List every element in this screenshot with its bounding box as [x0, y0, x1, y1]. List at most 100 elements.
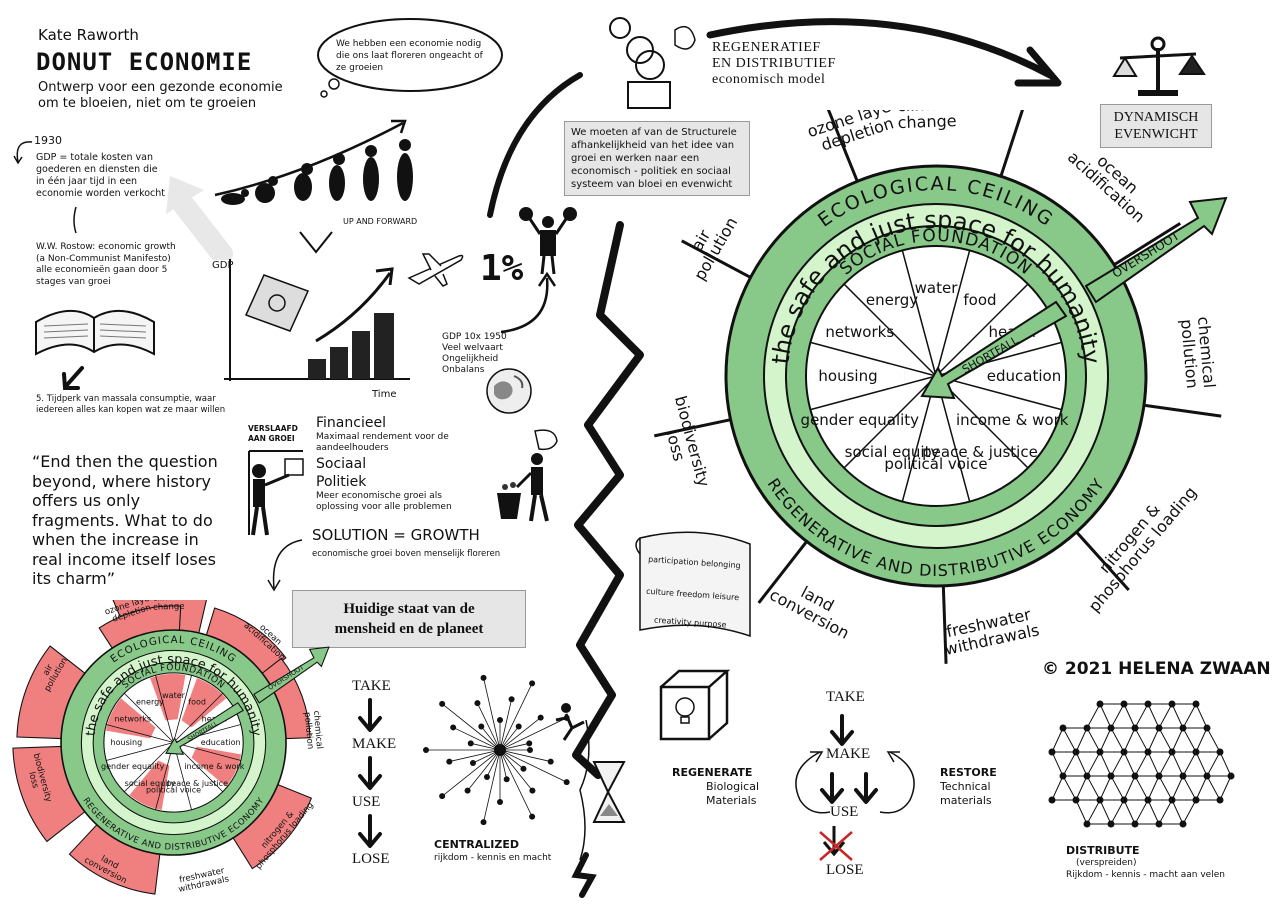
social-label: political voice	[884, 455, 987, 473]
mesh-edge	[1099, 727, 1112, 753]
mesh-edge	[1182, 799, 1197, 825]
social-label: political voice	[146, 785, 201, 794]
mesh-node	[1107, 724, 1115, 732]
spoke	[472, 749, 501, 764]
mesh-edge	[1147, 703, 1160, 729]
mesh-edge	[1123, 799, 1136, 825]
mesh-node	[1227, 772, 1235, 780]
mesh-edge	[1062, 751, 1077, 777]
spoke-node	[563, 779, 570, 786]
globe-icon	[486, 368, 532, 414]
mesh-edge	[1171, 799, 1184, 825]
mesh-node	[1048, 796, 1056, 804]
mesh-edge	[1123, 727, 1136, 753]
page-title: DONUT ECONOMIE	[36, 48, 253, 76]
spoke	[467, 749, 501, 791]
gdp-growth-chart	[224, 259, 410, 381]
mesh-edge	[1158, 703, 1173, 729]
mesh-edge	[1134, 703, 1149, 729]
mesh-edge	[1134, 727, 1149, 753]
mesh-node	[1192, 748, 1200, 756]
cube-bulb-icon	[659, 669, 731, 741]
planetary-boundary-label: freshwaterwithdrawals	[939, 604, 1041, 659]
spoke-node	[464, 787, 471, 794]
fin-title: Financieel	[316, 415, 386, 431]
planetary-boundary-label: airpollution	[675, 205, 741, 283]
climber-hourglass-icon	[555, 703, 626, 861]
down-chevron-icon	[299, 231, 333, 254]
shortfall-wedge	[181, 678, 227, 728]
centralized-title: CENTRALIZED	[434, 838, 520, 851]
mesh-edge	[1075, 775, 1088, 801]
mesh-edge	[1171, 727, 1184, 753]
rich-person-icon	[519, 207, 577, 275]
circular-make: MAKE	[826, 746, 871, 762]
addicted-label: VERSLAAFD AAN GROEI	[248, 424, 298, 444]
mesh-edge	[1147, 727, 1160, 753]
distribute-sub1: (verspreiden)	[1076, 858, 1137, 868]
shortfall-arrow	[920, 300, 1068, 400]
spoke-node	[439, 700, 446, 707]
gray-back-arrow	[166, 176, 233, 260]
spoke	[470, 742, 501, 751]
mesh-node	[1072, 796, 1080, 804]
balance-box-line2: EVENWICHT	[1114, 127, 1198, 142]
subtitle: Ontwerp voor een gezonde economie om te …	[38, 80, 283, 111]
social-label: income & work	[956, 411, 1069, 429]
circular-take: TAKE	[826, 689, 865, 705]
sector-spoke	[173, 675, 192, 743]
shortfall-wedge	[150, 673, 186, 721]
restore-sub1: Technical	[940, 780, 991, 793]
mesh-node	[1192, 796, 1200, 804]
mesh-node	[1144, 796, 1152, 804]
sector-spoke	[935, 250, 971, 377]
linear-lose: LOSE	[352, 851, 390, 867]
mesh-edge	[1099, 703, 1112, 729]
social-label: energy	[136, 697, 164, 706]
spoke-node	[450, 724, 457, 731]
mesh-edge	[1075, 727, 1088, 753]
soc-title: Sociaal	[316, 456, 367, 472]
social-label: housing	[111, 738, 143, 747]
mesh-node	[1131, 724, 1139, 732]
social-label: social equity	[125, 779, 176, 788]
overshoot-arrow	[253, 646, 330, 704]
mesh-node	[1131, 820, 1139, 828]
gdp-1950-note: GDP 10x 1950 Veel welvaart Ongelijkheid …	[442, 332, 507, 375]
addicted-label-2: AAN GROEI	[248, 434, 295, 443]
social-label: food	[963, 291, 996, 309]
spoke	[477, 702, 501, 751]
balance-box: DYNAMISCH EVENWICHT	[1100, 104, 1212, 148]
distribute-title: DISTRIBUTE	[1066, 844, 1140, 857]
sector-spoke	[173, 692, 224, 743]
social-label: education	[201, 738, 241, 747]
year-1930: 1930	[34, 134, 62, 147]
evolution-illustration	[214, 119, 413, 205]
spoke	[499, 749, 567, 783]
addicted-label-1: VERSLAAFD	[248, 424, 298, 433]
sector-spoke	[810, 375, 937, 411]
social-label: housing	[818, 367, 877, 385]
mesh-node	[1096, 700, 1104, 708]
overshoot-wedge	[98, 605, 182, 649]
overshoot-arrow	[1084, 196, 1228, 304]
mesh-edge	[1158, 727, 1173, 753]
small-donut-diagram: waterfoodhealtheducationincome & workpea…	[12, 600, 330, 895]
mesh-node	[1144, 700, 1152, 708]
shortfall-arrow	[165, 702, 244, 755]
spoke	[499, 717, 567, 751]
social-label: income & work	[184, 762, 244, 771]
consumer-bin-icon	[497, 429, 558, 522]
restore-title: RESTORE	[940, 766, 997, 779]
lightning-divider	[487, 72, 644, 898]
sector-spoke	[124, 742, 174, 793]
mesh-edge	[1051, 727, 1064, 753]
linear-take: TAKE	[352, 678, 391, 694]
mesh-edge	[1062, 727, 1077, 753]
sector-spoke	[843, 375, 937, 469]
mesh-edge	[1195, 751, 1208, 777]
spoke	[480, 726, 501, 751]
boundary-line	[653, 418, 731, 438]
thinking-person-icon	[609, 17, 696, 109]
spoke-node	[474, 700, 481, 707]
